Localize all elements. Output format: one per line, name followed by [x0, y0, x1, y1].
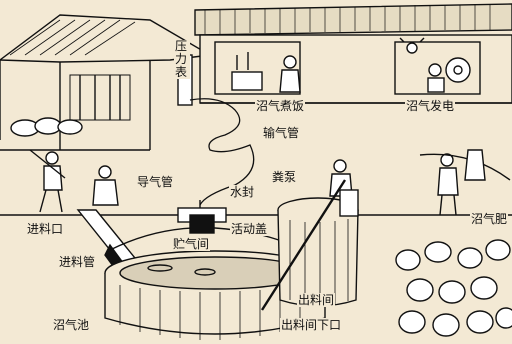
- label-gas-guide-pipe: 导气管: [136, 175, 175, 189]
- water-seal-icon: [177, 200, 227, 234]
- label-outlet-chamber: 出料间: [297, 293, 336, 307]
- label-pressure-gauge: 压力表: [174, 40, 190, 79]
- label-movable-cover: 活动盖: [230, 222, 269, 236]
- digester-tank-icon: [104, 226, 326, 340]
- label-manure-pump: 粪泵: [271, 170, 298, 184]
- light-bulb-icon: [399, 37, 471, 93]
- label-gas-pipe: 输气管: [262, 126, 301, 140]
- label-water-seal: 水封: [229, 185, 256, 199]
- cabbage-icon: [395, 239, 512, 337]
- label-feed-pipe: 进料管: [58, 255, 97, 269]
- stove-icon: [231, 52, 301, 93]
- pigsty-house-icon: [0, 14, 213, 151]
- pig-icon: [10, 117, 83, 137]
- label-biogas-power: 沼气发电: [405, 99, 456, 113]
- label-gas-storage: 贮气间: [172, 237, 211, 251]
- label-outlet-lower-opening: 出料间下口: [280, 318, 343, 332]
- label-feed-inlet: 进料口: [26, 222, 65, 236]
- farmer-icon: [29, 149, 511, 216]
- label-biogas-fertilizer: 沼气肥: [470, 212, 509, 226]
- label-digester: 沼气池: [52, 318, 91, 332]
- label-biogas-cooking: 沼气煮饭: [255, 99, 306, 113]
